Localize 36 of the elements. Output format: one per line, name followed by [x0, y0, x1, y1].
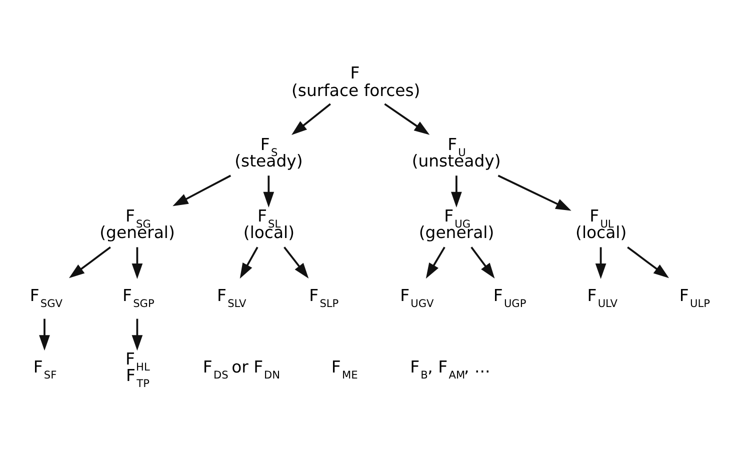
- label: F$_{ME}$: [331, 357, 358, 382]
- arrow: [132, 247, 143, 280]
- arrow: [451, 176, 462, 208]
- arrow: [384, 103, 430, 135]
- arrow: [240, 246, 258, 279]
- node-text: F$_{SGP}$: [122, 286, 154, 310]
- node-text: F$_{HL}$ F$_{TP}$: [125, 350, 150, 390]
- node-text: F$_{SF}$: [33, 357, 57, 382]
- node-text: F$_{ULV}$: [587, 286, 618, 310]
- arrow: [292, 103, 331, 136]
- node-text: F$_{SG}$ (general): [100, 206, 175, 242]
- node-text: F$_{ULP}$: [679, 286, 710, 310]
- node-text: F (surface forces): [292, 63, 420, 100]
- arrow: [426, 246, 446, 279]
- arrow: [595, 247, 606, 280]
- arrow: [172, 174, 232, 206]
- node-text: F$_{UGP}$: [493, 286, 526, 310]
- node-text: F$_{UG}$ (general): [418, 206, 494, 242]
- arrow: [263, 176, 274, 208]
- arrow: [498, 174, 572, 211]
- node-text: F$_{SLP}$: [309, 286, 339, 310]
- arrow: [627, 246, 670, 278]
- node-text: F$_{SL}$ (local): [243, 206, 294, 242]
- node-text: F$_{U}$ (unsteady): [412, 134, 501, 170]
- node-text: F$_{UL}$ (local): [576, 206, 627, 242]
- label: F$_{B}$, F$_{AM}$, ...: [410, 357, 490, 382]
- arrow: [470, 246, 495, 278]
- arrow: [39, 318, 50, 351]
- node-text: F$_{SLV}$: [217, 286, 246, 310]
- arrow: [132, 318, 143, 351]
- label: F$_{DS}$ or F$_{DN}$: [202, 357, 280, 382]
- node-text: F$_{SGV}$: [30, 286, 62, 310]
- arrow: [284, 246, 309, 278]
- arrow: [68, 246, 111, 278]
- node-text: F$_{S}$ (steady): [234, 134, 303, 170]
- node-text: F$_{UGV}$: [400, 286, 434, 310]
